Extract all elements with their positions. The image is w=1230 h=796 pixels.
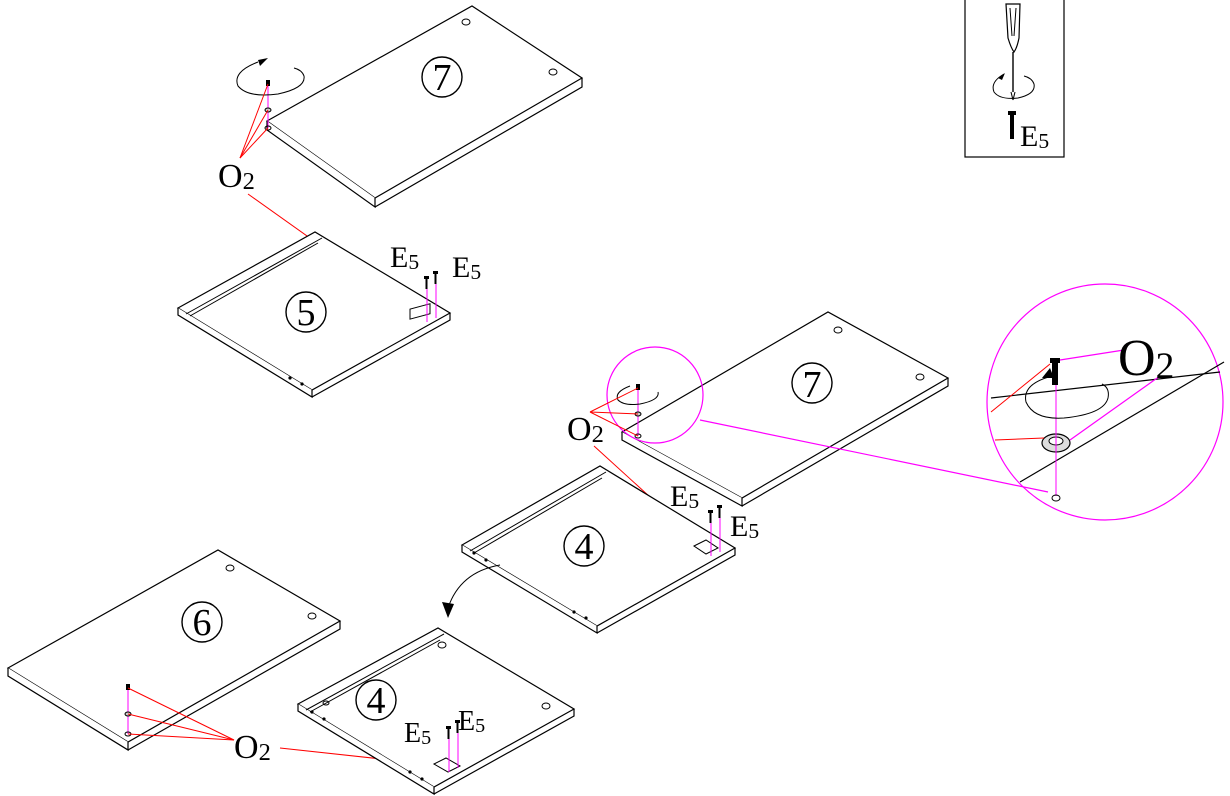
e5-label: E5: [458, 706, 485, 737]
screwdriver-icon: [1005, 3, 1021, 101]
part-number-7: 7: [433, 57, 452, 99]
rotate-arrow-icon: [992, 73, 1035, 99]
panel-4-bottom: 4: [296, 627, 576, 796]
panel-6: 6: [6, 549, 342, 752]
hole: [833, 326, 843, 334]
hole: [915, 373, 925, 381]
screw-icon: [708, 505, 722, 556]
flip-arrow-icon: [442, 564, 501, 618]
hole: [548, 68, 558, 76]
rotate-arrow-icon: [236, 58, 305, 96]
e5-label: E5: [1020, 120, 1049, 153]
part-number-5: 5: [297, 292, 316, 334]
e5-label: E5: [670, 480, 699, 513]
screw-icon: [446, 720, 460, 772]
hole: [307, 612, 317, 620]
part-number-4: 4: [367, 680, 386, 722]
e5-label: E5: [452, 251, 481, 284]
magnifier-circle: [606, 346, 704, 444]
part-number-7: 7: [803, 364, 822, 406]
rotate-arrow-icon: [616, 385, 659, 405]
o2-label: O2: [1118, 330, 1174, 387]
screw-icon: [424, 271, 438, 322]
o2-label: O2: [218, 158, 255, 195]
part-number-4: 4: [575, 526, 594, 568]
screw-icon: [1050, 358, 1060, 385]
e5-label: E5: [390, 241, 419, 274]
tool-inset: E5: [964, 0, 1065, 158]
hole: [461, 18, 471, 26]
part-number-6: 6: [193, 602, 212, 644]
panel-7-middle: 7: [616, 311, 950, 508]
panel-7-top: 7: [236, 5, 584, 209]
e5-label: E5: [730, 510, 759, 543]
detail-zoom: O2: [986, 283, 1225, 521]
o2-label: O2: [567, 411, 604, 448]
hole: [225, 564, 235, 572]
o2-label: O2: [234, 729, 271, 766]
e5-label: E5: [404, 718, 431, 749]
screw-icon: [1008, 111, 1016, 139]
panel-5: 5: [176, 231, 452, 399]
panel-4-middle: 4: [460, 465, 737, 635]
